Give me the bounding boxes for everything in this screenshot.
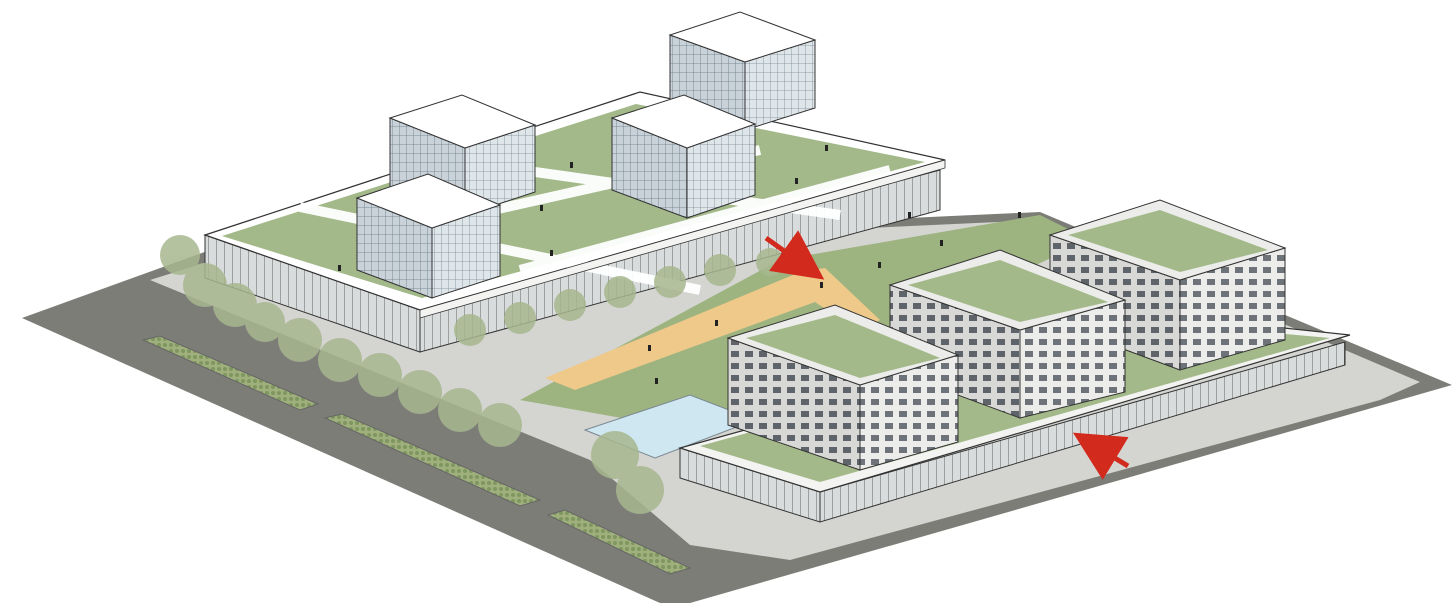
- entrance-arrow-north: [764, 230, 825, 280]
- hedge-row-1: [141, 335, 320, 411]
- entrance-arrow-east: [1072, 432, 1130, 480]
- residential-block-middle: [888, 249, 1127, 419]
- glass-tower-middle: [610, 94, 757, 219]
- pedestrian-path: [545, 268, 880, 390]
- residential-block-back: [1048, 199, 1287, 371]
- glass-tower-front: [355, 173, 502, 299]
- tree-row: [160, 235, 784, 514]
- hedge-row-3: [546, 509, 692, 575]
- residential-block-front: [726, 304, 960, 471]
- people-figures: [338, 145, 1021, 384]
- hedge-row-2: [323, 413, 542, 507]
